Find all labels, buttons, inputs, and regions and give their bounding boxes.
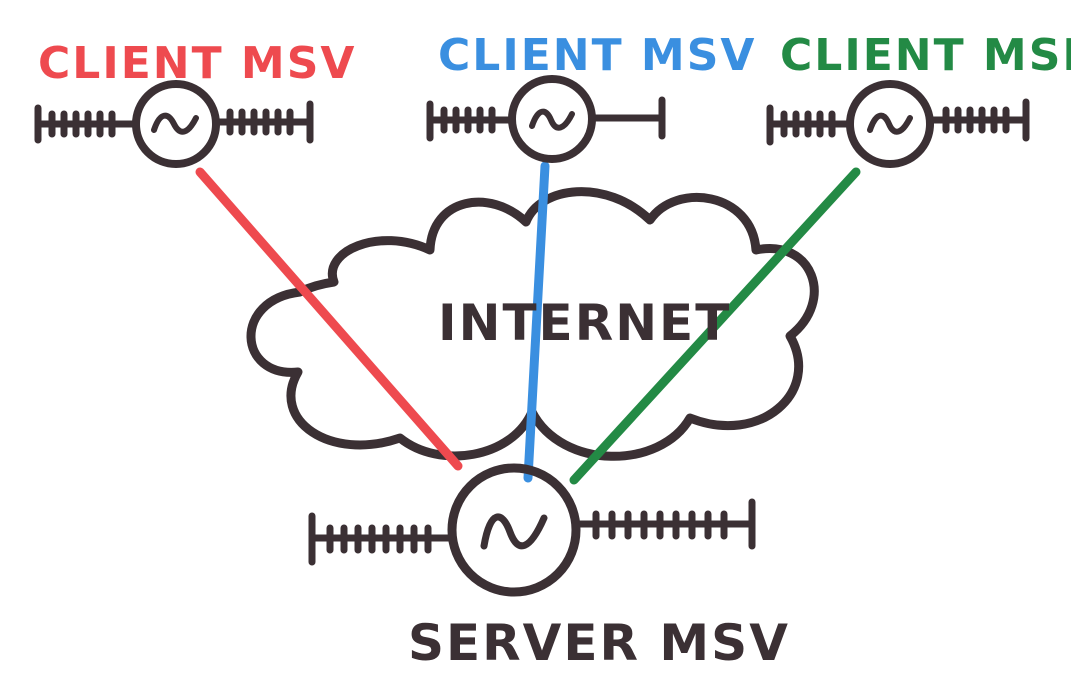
tilde-icon — [151, 112, 199, 135]
client-node-middle — [426, 75, 666, 163]
network-segment-left — [766, 104, 854, 146]
network-segment-right — [590, 96, 666, 140]
client-right-label: CLIENT MSN — [780, 30, 1071, 81]
node-circle — [508, 75, 596, 163]
tilde-icon — [867, 112, 913, 135]
blue-connection-line — [523, 161, 550, 483]
client-node-left — [34, 80, 314, 168]
network-segment-left — [426, 100, 514, 142]
tilde-icon — [480, 513, 548, 550]
client-middle-label: CLIENT MSV — [438, 30, 756, 81]
network-segment-left — [308, 512, 456, 566]
network-segment-right — [212, 100, 314, 144]
network-segment-right — [574, 498, 756, 550]
green-connection-line — [569, 167, 861, 485]
network-segment-right — [928, 98, 1030, 142]
client-left-label: CLIENT MSV — [38, 38, 356, 89]
client-node-right — [766, 80, 1030, 168]
node-circle — [132, 80, 220, 168]
internet-cloud — [246, 187, 819, 461]
node-circle — [846, 80, 934, 168]
server-label: SERVER MSV — [408, 614, 790, 672]
red-connection-line — [195, 167, 463, 471]
node-circle — [447, 463, 581, 597]
tilde-icon — [529, 108, 575, 131]
network-segment-left — [34, 104, 139, 144]
server-node — [308, 463, 756, 597]
internet-label: INTERNET — [438, 294, 731, 352]
